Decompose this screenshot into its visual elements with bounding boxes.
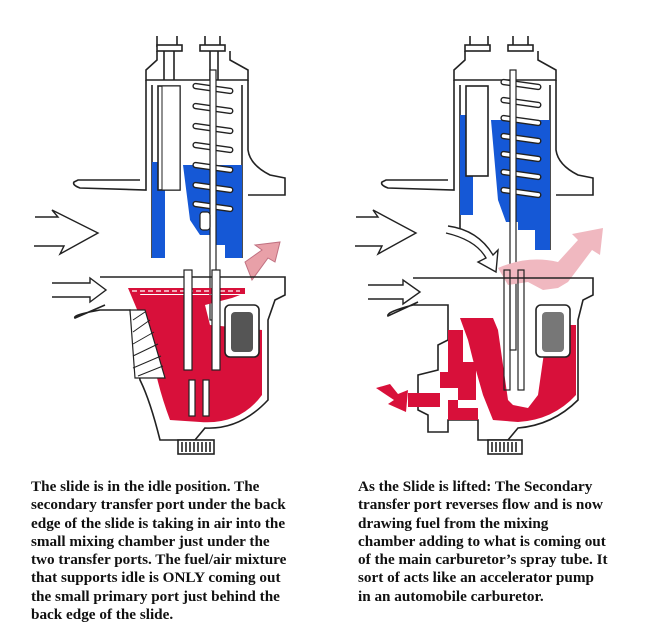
throttle-slide: [460, 85, 550, 250]
fuel-in-bowl: [140, 295, 262, 423]
carburetor-idle-drawing: [34, 36, 286, 455]
accelerator-passage-fuel: [440, 330, 478, 420]
fuel-inlet-arrow: [376, 384, 408, 412]
caption-line: the small primary port just behind the: [31, 587, 280, 605]
caption-line: that supports idle is ONLY coming out: [31, 569, 281, 587]
caption-line: two transfer ports. The fuel/air mixture: [31, 551, 287, 569]
air-intake-arrows: [34, 209, 108, 304]
float-bowl-body: [73, 276, 286, 455]
idle-caption: The slide is in the idle position. The s…: [31, 478, 321, 624]
caption-line: in an automobile carburetor.: [358, 587, 544, 605]
lifted-caption: As the Slide is lifted: The Secondary tr…: [358, 478, 652, 606]
lifted-position-diagram: [328, 0, 656, 460]
caption-line: secondary transfer port under the back: [31, 496, 286, 514]
caption-line: edge of the slide is taking in air into …: [31, 514, 286, 532]
idle-position-diagram: [0, 0, 328, 460]
float: [224, 304, 260, 358]
caption-line: chamber adding to what is coming out: [358, 532, 606, 550]
caption-line: back edge of the slide.: [31, 606, 174, 624]
carburetor-lifted-drawing: [355, 36, 603, 455]
top-cap: [145, 36, 249, 81]
caption-line: of the main carburetor’s spray tube. It: [358, 551, 608, 569]
caption-line: As the Slide is lifted: The Secondary: [358, 478, 593, 495]
jet-needle: [509, 69, 517, 351]
top-cap: [453, 36, 557, 81]
caption-line: drawing fuel from the mixing: [358, 514, 549, 532]
float-bowl-body: [387, 277, 594, 455]
caption-line: The slide is in the idle position. The: [31, 478, 260, 495]
mixture-outflow-arrow: [244, 241, 281, 282]
needle-jet: [183, 269, 221, 417]
float: [535, 304, 571, 358]
caption-line: small mixing chamber just under the: [31, 532, 270, 550]
fuel-inlet-pipe: [408, 393, 440, 407]
caption-line: sort of acts like an accelerator pump: [358, 569, 594, 587]
transfer-passage-fuel: [128, 288, 245, 402]
needle-jet: [503, 269, 525, 391]
caption-line: transfer port reverses flow and is now: [358, 496, 603, 514]
pilot-jet-plug: [129, 309, 166, 379]
air-intake-arrows: [355, 209, 499, 306]
